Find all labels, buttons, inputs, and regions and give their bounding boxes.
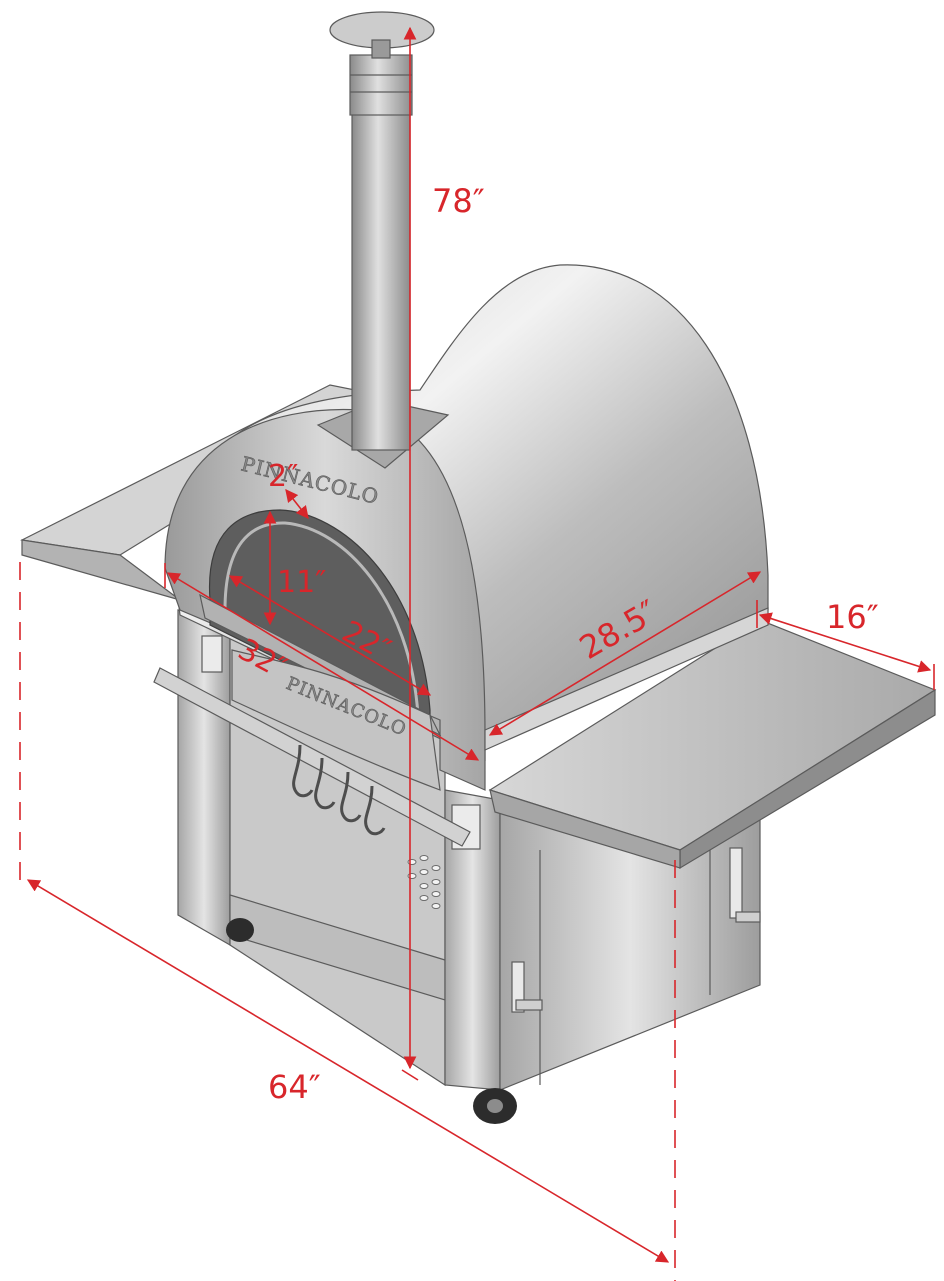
dim-line-oven-depth [488,571,762,736]
chimney-pipe [351,109,411,451]
cabinet-handle-right[interactable] [729,847,761,923]
utensil-hooks [292,744,386,836]
dim-line-arch-thickness [285,488,309,520]
dimension-lines [19,26,935,1281]
label-shelf-depth: 16″ [826,598,879,636]
label-total-width: 64″ [268,1068,321,1106]
chimney [316,11,450,469]
dim-line-oven-width [166,572,480,761]
dim-line-total-width [26,879,670,1263]
label-arch-thickness: 2″ [268,459,298,494]
label-opening-height: 11″ [277,565,326,600]
dim-line-shelf-depth [758,612,932,673]
wheel-back [226,918,254,942]
label-total-height: 78″ [432,182,485,220]
